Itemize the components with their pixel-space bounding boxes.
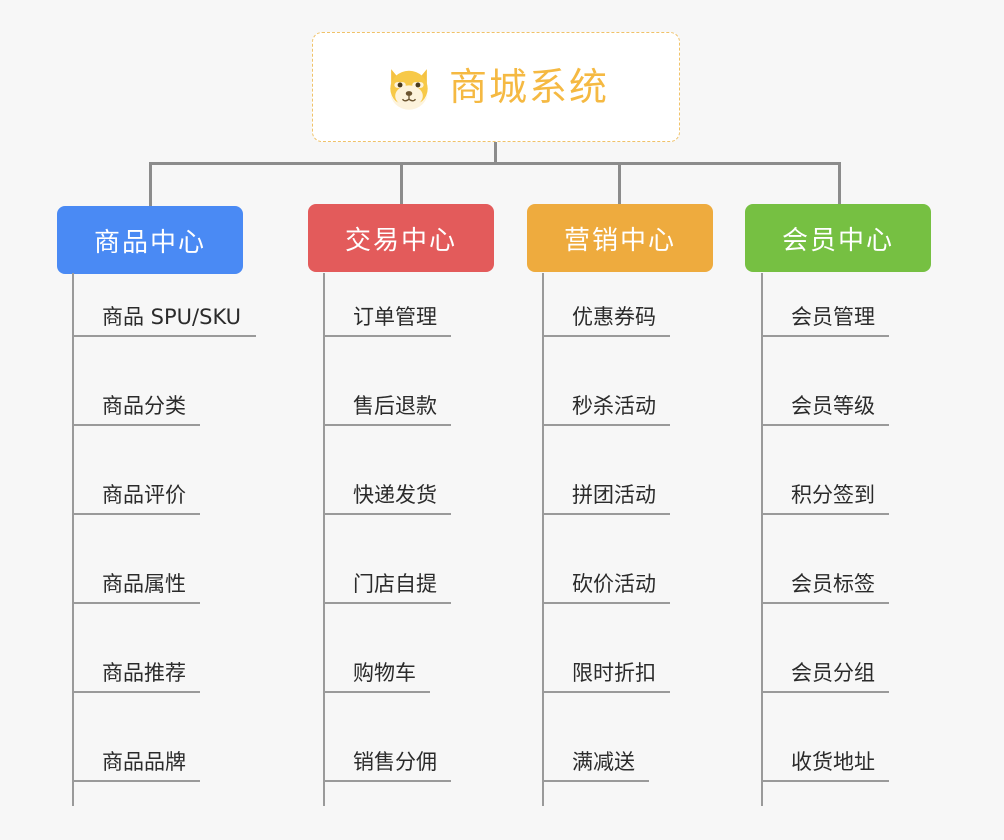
leaf-spine-3 — [542, 273, 544, 806]
category-label-1: 商品中心 — [93, 227, 206, 258]
leaf-label: 门店自提 — [353, 571, 437, 596]
leaf-label: 砍价活动 — [572, 571, 656, 596]
leaf-underline — [542, 335, 670, 337]
leaf-underline — [761, 424, 889, 426]
leaf-label: 购物车 — [353, 660, 416, 685]
leaf-spine-2 — [323, 273, 325, 806]
leaf-label: 销售分佣 — [353, 749, 437, 774]
leaf-item[interactable]: 商品分类 — [72, 362, 200, 426]
leaf-item[interactable]: 会员管理 — [761, 273, 889, 337]
leaf-label: 积分签到 — [791, 482, 875, 507]
category-box-3[interactable]: 营销中心 — [527, 204, 713, 272]
leaf-item[interactable]: 商品推荐 — [72, 629, 200, 693]
connector-horizontal-bus — [150, 162, 840, 165]
leaf-underline — [323, 335, 451, 337]
leaf-underline — [72, 513, 200, 515]
leaf-item[interactable]: 秒杀活动 — [542, 362, 670, 426]
leaf-underline — [761, 335, 889, 337]
leaf-item[interactable]: 会员分组 — [761, 629, 889, 693]
category-label-2: 交易中心 — [344, 225, 457, 256]
root-node[interactable]: 商城系统 — [312, 32, 680, 142]
leaf-label: 会员分组 — [791, 660, 875, 685]
leaf-underline — [323, 691, 430, 693]
leaf-underline — [542, 602, 670, 604]
leaf-underline — [72, 424, 200, 426]
connector-drop-3 — [618, 162, 621, 204]
leaf-item[interactable]: 商品品牌 — [72, 718, 200, 782]
leaf-label: 商品评价 — [102, 482, 186, 507]
leaf-spine-1 — [72, 273, 74, 806]
leaf-label: 售后退款 — [353, 393, 437, 418]
leaf-item[interactable]: 商品 SPU/SKU — [72, 273, 256, 337]
leaf-item[interactable]: 限时折扣 — [542, 629, 670, 693]
leaf-item[interactable]: 销售分佣 — [323, 718, 451, 782]
leaf-underline — [761, 780, 889, 782]
connector-root-stem — [494, 142, 497, 164]
leaf-underline — [542, 424, 670, 426]
category-label-3: 营销中心 — [563, 225, 676, 256]
root-title: 商城系统 — [448, 65, 609, 109]
leaf-underline — [542, 691, 670, 693]
leaf-label: 会员标签 — [791, 571, 875, 596]
leaf-underline — [72, 602, 200, 604]
leaf-label: 订单管理 — [353, 304, 437, 329]
category-box-1[interactable]: 商品中心 — [57, 206, 243, 274]
shiba-dog-icon — [390, 69, 428, 110]
leaf-spine-4 — [761, 273, 763, 806]
connector-drop-4 — [838, 162, 841, 204]
leaf-label: 拼团活动 — [572, 482, 656, 507]
leaf-item[interactable]: 商品评价 — [72, 451, 200, 515]
leaf-label: 限时折扣 — [572, 660, 656, 685]
leaf-label: 商品品牌 — [102, 749, 186, 774]
leaf-label: 会员管理 — [791, 304, 875, 329]
leaf-label: 收货地址 — [791, 749, 875, 774]
leaf-item[interactable]: 优惠券码 — [542, 273, 670, 337]
leaf-underline — [323, 780, 451, 782]
connector-drop-2 — [400, 162, 403, 204]
leaf-label: 商品分类 — [102, 393, 186, 418]
leaf-underline — [761, 691, 889, 693]
category-box-4[interactable]: 会员中心 — [745, 204, 931, 272]
leaf-label: 秒杀活动 — [572, 393, 656, 418]
leaf-item[interactable]: 满减送 — [542, 718, 649, 782]
leaf-item[interactable]: 快递发货 — [323, 451, 451, 515]
leaf-label: 快递发货 — [353, 482, 437, 507]
leaf-item[interactable]: 订单管理 — [323, 273, 451, 337]
leaf-underline — [72, 780, 200, 782]
leaf-underline — [72, 691, 200, 693]
leaf-underline — [761, 602, 889, 604]
leaf-item[interactable]: 门店自提 — [323, 540, 451, 604]
root-node-content: 商城系统 — [383, 61, 609, 113]
leaf-label: 优惠券码 — [572, 304, 656, 329]
connector-drop-1 — [149, 162, 152, 206]
leaf-item[interactable]: 商品属性 — [72, 540, 200, 604]
leaf-underline — [542, 513, 670, 515]
leaf-underline — [72, 335, 256, 337]
leaf-item[interactable]: 售后退款 — [323, 362, 451, 426]
leaf-underline — [761, 513, 889, 515]
leaf-underline — [323, 513, 451, 515]
category-box-2[interactable]: 交易中心 — [308, 204, 494, 272]
leaf-underline — [323, 424, 451, 426]
leaf-item[interactable]: 会员标签 — [761, 540, 889, 604]
leaf-label: 会员等级 — [791, 393, 875, 418]
leaf-label: 商品 SPU/SKU — [102, 304, 242, 329]
leaf-item[interactable]: 购物车 — [323, 629, 430, 693]
leaf-underline — [542, 780, 649, 782]
leaf-underline — [323, 602, 451, 604]
leaf-item[interactable]: 拼团活动 — [542, 451, 670, 515]
leaf-item[interactable]: 收货地址 — [761, 718, 889, 782]
leaf-label: 商品属性 — [102, 571, 186, 596]
leaf-item[interactable]: 会员等级 — [761, 362, 889, 426]
leaf-label: 满减送 — [572, 749, 635, 774]
leaf-item[interactable]: 积分签到 — [761, 451, 889, 515]
leaf-label: 商品推荐 — [102, 660, 186, 685]
category-label-4: 会员中心 — [781, 225, 894, 256]
leaf-item[interactable]: 砍价活动 — [542, 540, 670, 604]
